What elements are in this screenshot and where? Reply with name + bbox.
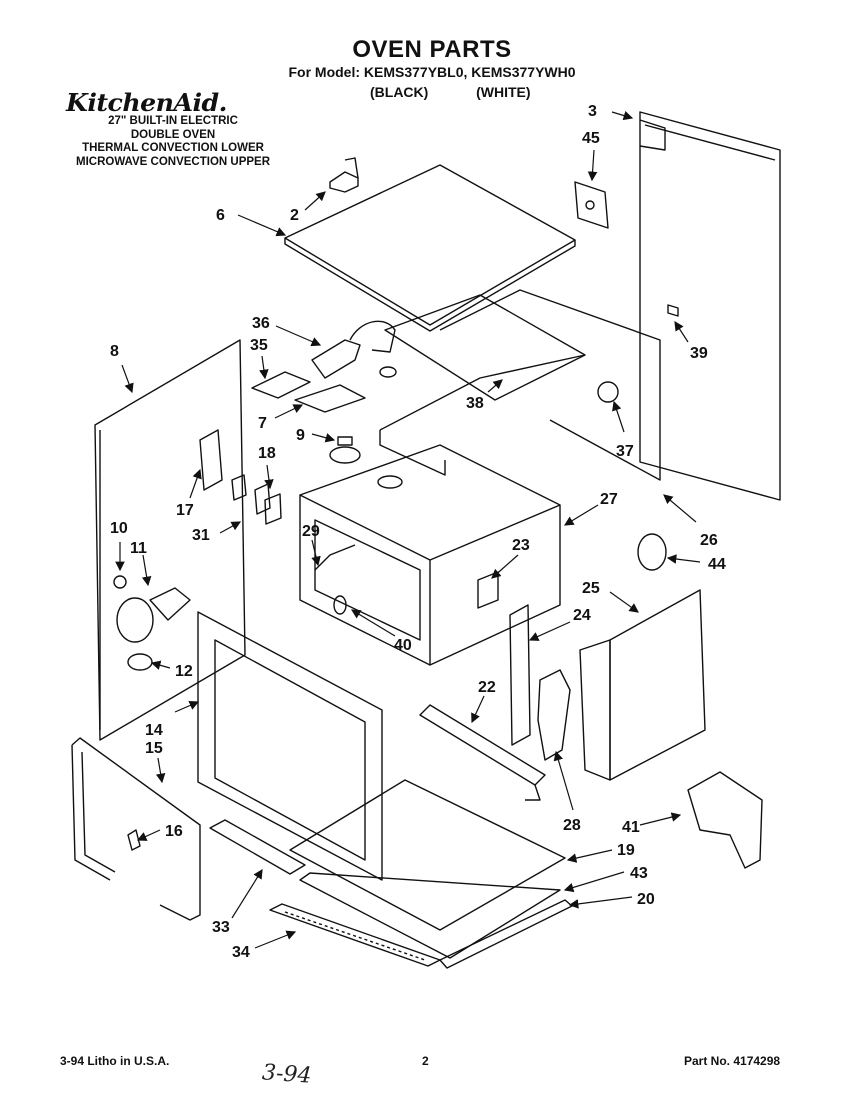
description-line: DOUBLE OVEN — [130, 128, 216, 141]
top-panel — [284, 164, 576, 332]
callout-38: 38 — [466, 395, 484, 412]
callout-25: 25 — [582, 580, 600, 597]
color-variants: (BLACK) (WHITE) — [370, 84, 531, 100]
strip-7 — [294, 384, 366, 413]
bracket-2 — [329, 157, 359, 193]
callout-24: 24 — [573, 607, 591, 624]
bracket-17 — [199, 429, 223, 491]
callout-34: 34 — [232, 944, 250, 961]
description-line: 27" BUILT-IN ELECTRIC — [108, 115, 238, 127]
callout-10: 10 — [110, 520, 128, 537]
color-black: (BLACK) — [370, 84, 429, 100]
fan-9 — [329, 436, 361, 464]
callout-20: 20 — [637, 891, 655, 908]
callout-12: 12 — [175, 663, 193, 680]
bottom-panel-19 — [289, 779, 566, 931]
part-callouts: 2 3 6 7 8 9 10 11 12 14 15 16 17 18 19 2… — [110, 103, 726, 961]
callout-33: 33 — [212, 919, 230, 936]
description-line: THERMAL CONVECTION LOWER — [82, 142, 264, 154]
duct-36 — [311, 320, 397, 379]
gasket-15 — [71, 737, 201, 921]
panel-25 — [579, 589, 706, 781]
callout-31: 31 — [192, 527, 210, 544]
callout-45: 45 — [582, 130, 600, 147]
callout-3: 3 — [588, 103, 597, 120]
callout-44: 44 — [708, 556, 726, 573]
callout-26: 26 — [700, 532, 718, 549]
cavity-base-38 — [379, 289, 661, 481]
switch-18 — [231, 474, 282, 525]
light-40 — [333, 595, 347, 615]
callout-2: 2 — [290, 207, 299, 224]
bracket-33 — [209, 819, 306, 875]
callout-37: 37 — [616, 443, 634, 460]
callout-35: 35 — [250, 337, 268, 354]
callout-39: 39 — [690, 345, 708, 362]
callout-6: 6 — [216, 207, 225, 224]
description-line: MICROWAVE CONVECTION UPPER — [75, 155, 271, 168]
product-description: 27" BUILT-IN ELECTRIC DOUBLE OVEN THERMA… — [60, 115, 286, 169]
callout-19: 19 — [617, 842, 635, 859]
leader-lines — [115, 110, 701, 949]
callout-43: 43 — [630, 865, 648, 882]
bracket-22 — [419, 704, 546, 801]
right-side-panel — [639, 111, 781, 501]
page-title: OVEN PARTS — [352, 36, 512, 63]
vent-37 — [597, 381, 619, 403]
page-number: 2 — [422, 1054, 429, 1068]
brand-logo: KitchenAid. — [66, 88, 227, 117]
callout-15: 15 — [145, 740, 163, 757]
plate-35 — [251, 371, 311, 399]
plate-23 — [477, 571, 499, 609]
callout-27: 27 — [600, 491, 618, 508]
callout-40: 40 — [394, 637, 412, 654]
bracket-45 — [574, 181, 609, 229]
footer-litho: 3-94 Litho in U.S.A. — [60, 1054, 170, 1068]
handwritten-note: 3-94 — [261, 1060, 313, 1089]
callout-9: 9 — [296, 427, 305, 444]
left-side-panel — [94, 339, 246, 741]
door-frame-14 — [197, 611, 383, 881]
callout-14: 14 — [145, 722, 163, 739]
callout-41: 41 — [622, 819, 640, 836]
callout-11: 11 — [130, 540, 147, 557]
callout-23: 23 — [512, 537, 530, 554]
color-white: (WHITE) — [476, 84, 531, 100]
callout-36: 36 — [252, 315, 270, 332]
callout-8: 8 — [110, 343, 119, 360]
oven-cavity-27 — [299, 444, 561, 666]
hinge-24 — [509, 604, 531, 746]
light-assembly — [113, 575, 191, 671]
callout-28: 28 — [563, 817, 581, 834]
hinge-28 — [537, 669, 571, 761]
callout-22: 22 — [478, 679, 496, 696]
part-number: Part No. 4174298 — [684, 1054, 781, 1068]
trim-43 — [299, 872, 561, 959]
callout-16: 16 — [165, 823, 183, 840]
model-line: For Model: KEMS377YBL0, KEMS377YWH0 — [288, 64, 576, 80]
gasket-44 — [637, 533, 667, 571]
bracket-41 — [687, 771, 763, 869]
callout-18: 18 — [258, 445, 276, 462]
element-29 — [314, 544, 356, 571]
callout-29: 29 — [302, 523, 320, 540]
callout-17: 17 — [176, 502, 194, 519]
trim-20 — [439, 899, 573, 969]
clip-16 — [127, 829, 141, 851]
vent-grille-34 — [269, 903, 441, 967]
clip-39 — [667, 304, 679, 317]
callout-7: 7 — [258, 415, 267, 432]
